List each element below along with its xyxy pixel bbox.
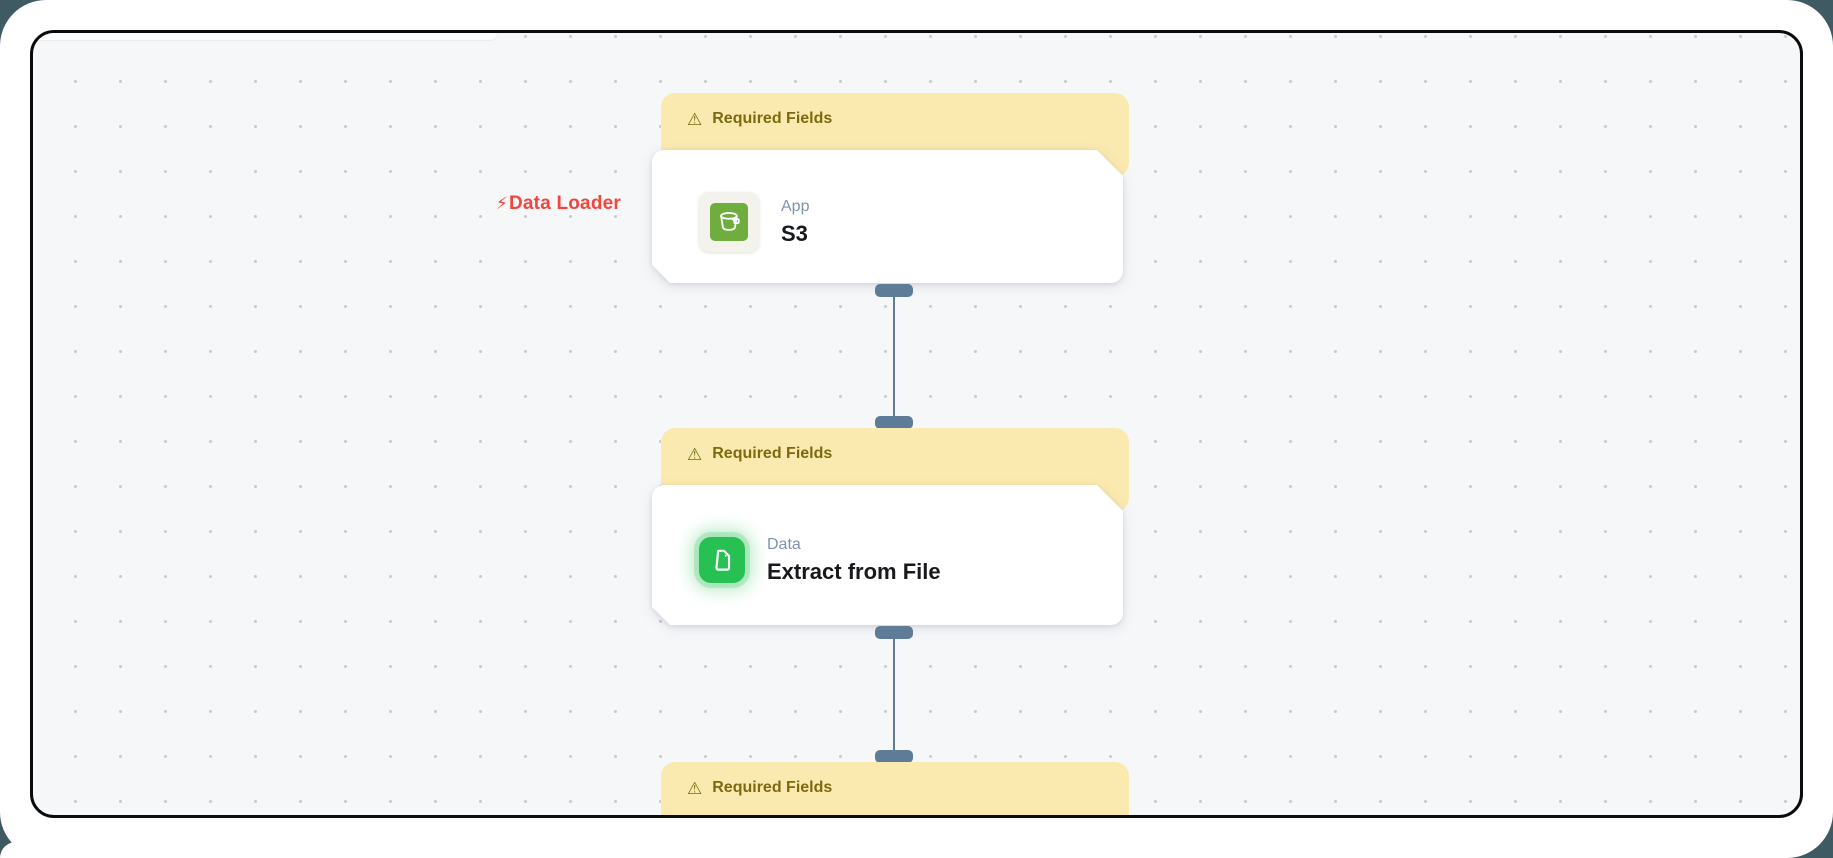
phase-label-text: Data Loader	[508, 193, 621, 214]
port-next-input[interactable]	[875, 750, 913, 763]
node-category: Data	[767, 536, 801, 553]
required-fields-label: Required Fields	[712, 779, 833, 796]
warning-icon: ⚠	[687, 445, 703, 464]
flow-canvas[interactable]: ⚡Data Loader ⚠ Required Fields	[30, 30, 1803, 818]
required-fields-label: Required Fields	[712, 445, 833, 462]
warning-icon: ⚠	[687, 110, 703, 129]
document-icon	[699, 537, 745, 583]
node-title: S3	[781, 220, 808, 246]
node-card-extract-from-file[interactable]: Data Extract from File	[652, 485, 1123, 625]
s3-app-icon-tile	[699, 192, 759, 252]
port-extract-input[interactable]	[875, 416, 913, 429]
node-card-s3[interactable]: App S3	[652, 150, 1123, 283]
port-extract-output[interactable]	[875, 626, 913, 639]
warning-icon: ⚠	[687, 779, 703, 798]
edge-s3-to-extract	[893, 289, 895, 425]
port-s3-output[interactable]	[875, 284, 913, 297]
required-fields-label: Required Fields	[712, 110, 833, 127]
required-fields-banner[interactable]: ⚠ Required Fields	[661, 762, 1129, 815]
node-title: Extract from File	[767, 559, 941, 584]
bottom-sheet-corner	[0, 842, 52, 858]
lightning-icon: ⚡	[495, 194, 508, 213]
edge-extract-to-next	[893, 633, 895, 755]
clipped-panel-edge	[33, 33, 498, 41]
node-category: App	[781, 197, 810, 215]
phase-label-data-loader[interactable]: ⚡Data Loader	[421, 193, 621, 215]
s3-bucket-icon	[710, 203, 748, 241]
